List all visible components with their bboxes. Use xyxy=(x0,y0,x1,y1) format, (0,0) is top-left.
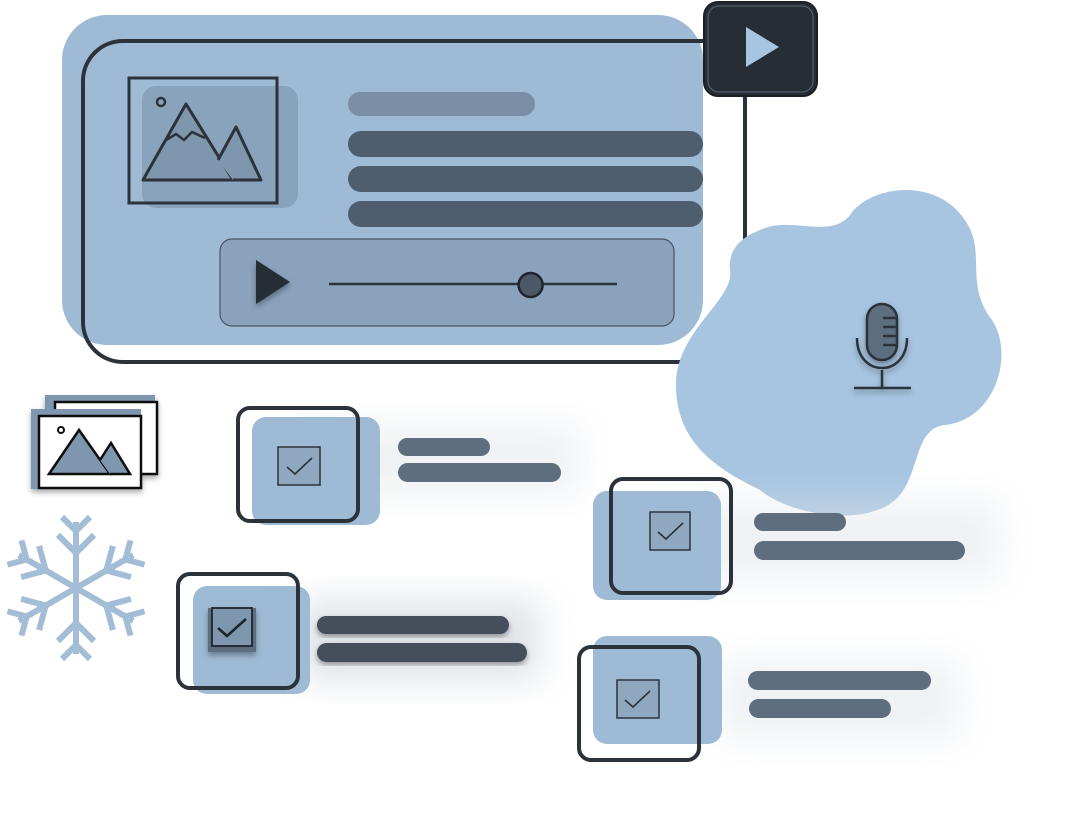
play-button[interactable] xyxy=(703,1,818,97)
text-line xyxy=(748,671,931,690)
microphone-icon[interactable] xyxy=(854,302,911,390)
checkbox[interactable] xyxy=(208,607,256,652)
title-line xyxy=(348,92,535,116)
checklist-item[interactable] xyxy=(236,406,580,525)
check-icon xyxy=(217,618,247,638)
slider-knob[interactable] xyxy=(517,271,544,299)
checklist-item[interactable] xyxy=(577,636,960,762)
checkbox[interactable] xyxy=(277,446,321,486)
snowflake-icon xyxy=(6,514,147,659)
text-line xyxy=(749,699,891,718)
check-icon xyxy=(624,690,651,709)
checklist-item[interactable] xyxy=(176,572,540,694)
image-gallery-icon xyxy=(31,395,159,490)
text-line xyxy=(348,166,703,192)
text-line xyxy=(317,616,509,634)
audio-player xyxy=(219,238,675,327)
image-icon xyxy=(127,76,298,208)
text-line xyxy=(348,201,703,227)
text-line xyxy=(398,438,490,456)
check-icon xyxy=(657,522,684,541)
voice-bubble xyxy=(676,190,1002,516)
checkbox[interactable] xyxy=(616,679,660,719)
checkbox[interactable] xyxy=(649,511,691,551)
play-icon[interactable] xyxy=(256,260,290,304)
media-card xyxy=(62,15,747,364)
text-line xyxy=(398,463,561,482)
text-line xyxy=(754,541,965,560)
text-line xyxy=(348,131,703,157)
text-line xyxy=(317,643,527,662)
checklist-item[interactable] xyxy=(593,477,1000,600)
text-line xyxy=(754,513,846,531)
check-icon xyxy=(286,457,313,476)
play-icon xyxy=(746,27,779,67)
